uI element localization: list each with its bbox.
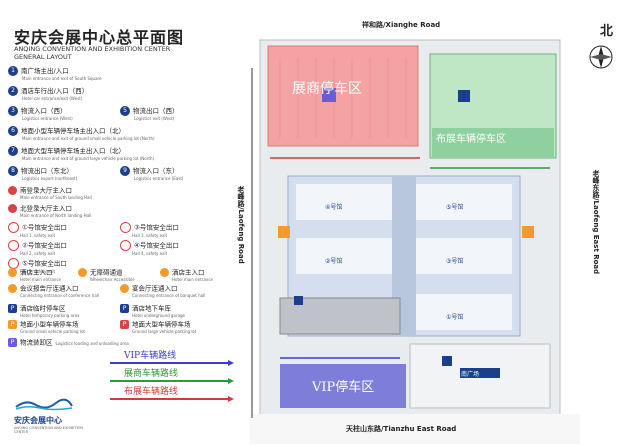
parking-icon: P [120,304,129,313]
route-vip-label: VIP车辆路线 [124,351,177,361]
number-badge-icon: 3 [8,106,18,116]
number-badge-icon: 8 [8,166,18,176]
number-badge-icon: 6 [8,126,18,136]
exit-icon [8,240,19,251]
logo-text: 安庆会展中心 [14,416,62,425]
north-road-label: 祥和路/Xianghe Road [362,21,441,29]
hall-2-label: ②号馆 [325,258,343,265]
hall-3-label: ③号馆 [446,258,464,265]
route-exhibitor-label: 展商车辆路线 [124,369,179,379]
east-road-label: 老峰东路/Laofeng East Road [592,170,600,275]
vip-parking-label: VIP停车区 [312,380,375,395]
west-road-label: 老峰路/Laofeng Road [237,186,245,264]
parking-icon: P [8,320,17,329]
parking-icon-exhibitor [322,88,336,102]
number-badge-icon: 7 [8,146,18,156]
number-badge-icon: 5 [120,106,130,116]
build-parking-strip [432,128,554,158]
vip-parking-zone [280,364,406,408]
north-label: 北 [599,24,613,39]
hall-4-label: ④号馆 [325,204,343,211]
exit-icon [8,222,19,233]
route-exhibitor-line [110,378,234,384]
parking-icon-small [458,90,470,102]
exit-icon [120,240,131,251]
south-square-sign [460,368,500,378]
parking-icon-east [522,226,534,238]
logo-wave-icon [15,398,73,411]
page-title: 安庆会展中心总平面图 [14,28,185,47]
page-subtitle: ANQING CONVENTION AND EXHIBITION CENTER … [14,45,224,61]
entrance-icon [8,204,17,213]
subtitle-en: ANQING CONVENTION AND EXHIBITION CENTER [14,45,171,53]
hall-5-roof [416,184,512,220]
hall-2-roof [296,238,392,274]
hall-3-roof [416,238,512,274]
conference-icon [8,284,17,293]
site-map [250,39,580,444]
parking-icon: P [120,320,129,329]
exhibitor-parking-label: 展商停车区 [292,81,362,97]
hall-4-roof [296,184,392,220]
number-badge-icon: 2 [8,86,18,96]
parking-icon: P [8,304,17,313]
build-parking-label: 布展车辆停车区 [436,134,506,145]
number-badge-icon: 1 [8,66,18,76]
subtitle-en-2: GENERAL LAYOUT [14,53,72,61]
logo: 安庆会展中心 ANQING CONVENTION AND EXHIBITION … [14,396,84,434]
route-build-label: 布展车辆路线 [124,387,179,397]
south-road-label: 天柱山东路/Tianzhu East Road [346,425,457,433]
logo-en: ANQING CONVENTION AND EXHIBITION CENTER [14,426,84,434]
parking-icon-south [442,356,452,366]
parking-icon-west [278,226,290,238]
wheelchair-icon [78,268,87,277]
compass-icon [589,45,613,69]
hall-1-roof [416,294,512,330]
exit-icon [120,222,131,233]
route-vip-line [110,360,234,366]
banquet-icon [120,284,129,293]
hotel-icon [160,268,169,277]
south-road [250,414,580,444]
hall-1-label: ①号馆 [446,314,464,321]
number-badge-icon: 9 [120,166,130,176]
parking-icon-hotel [294,296,303,305]
south-square-label: 南广场 [461,371,480,378]
entrance-icon [8,186,17,195]
route-build-line [110,396,234,402]
hall-5-label: ⑤号馆 [446,204,464,211]
hotel-icon [8,268,17,277]
parking-icon: P [8,338,17,347]
exhibitor-parking-zone [267,45,419,147]
